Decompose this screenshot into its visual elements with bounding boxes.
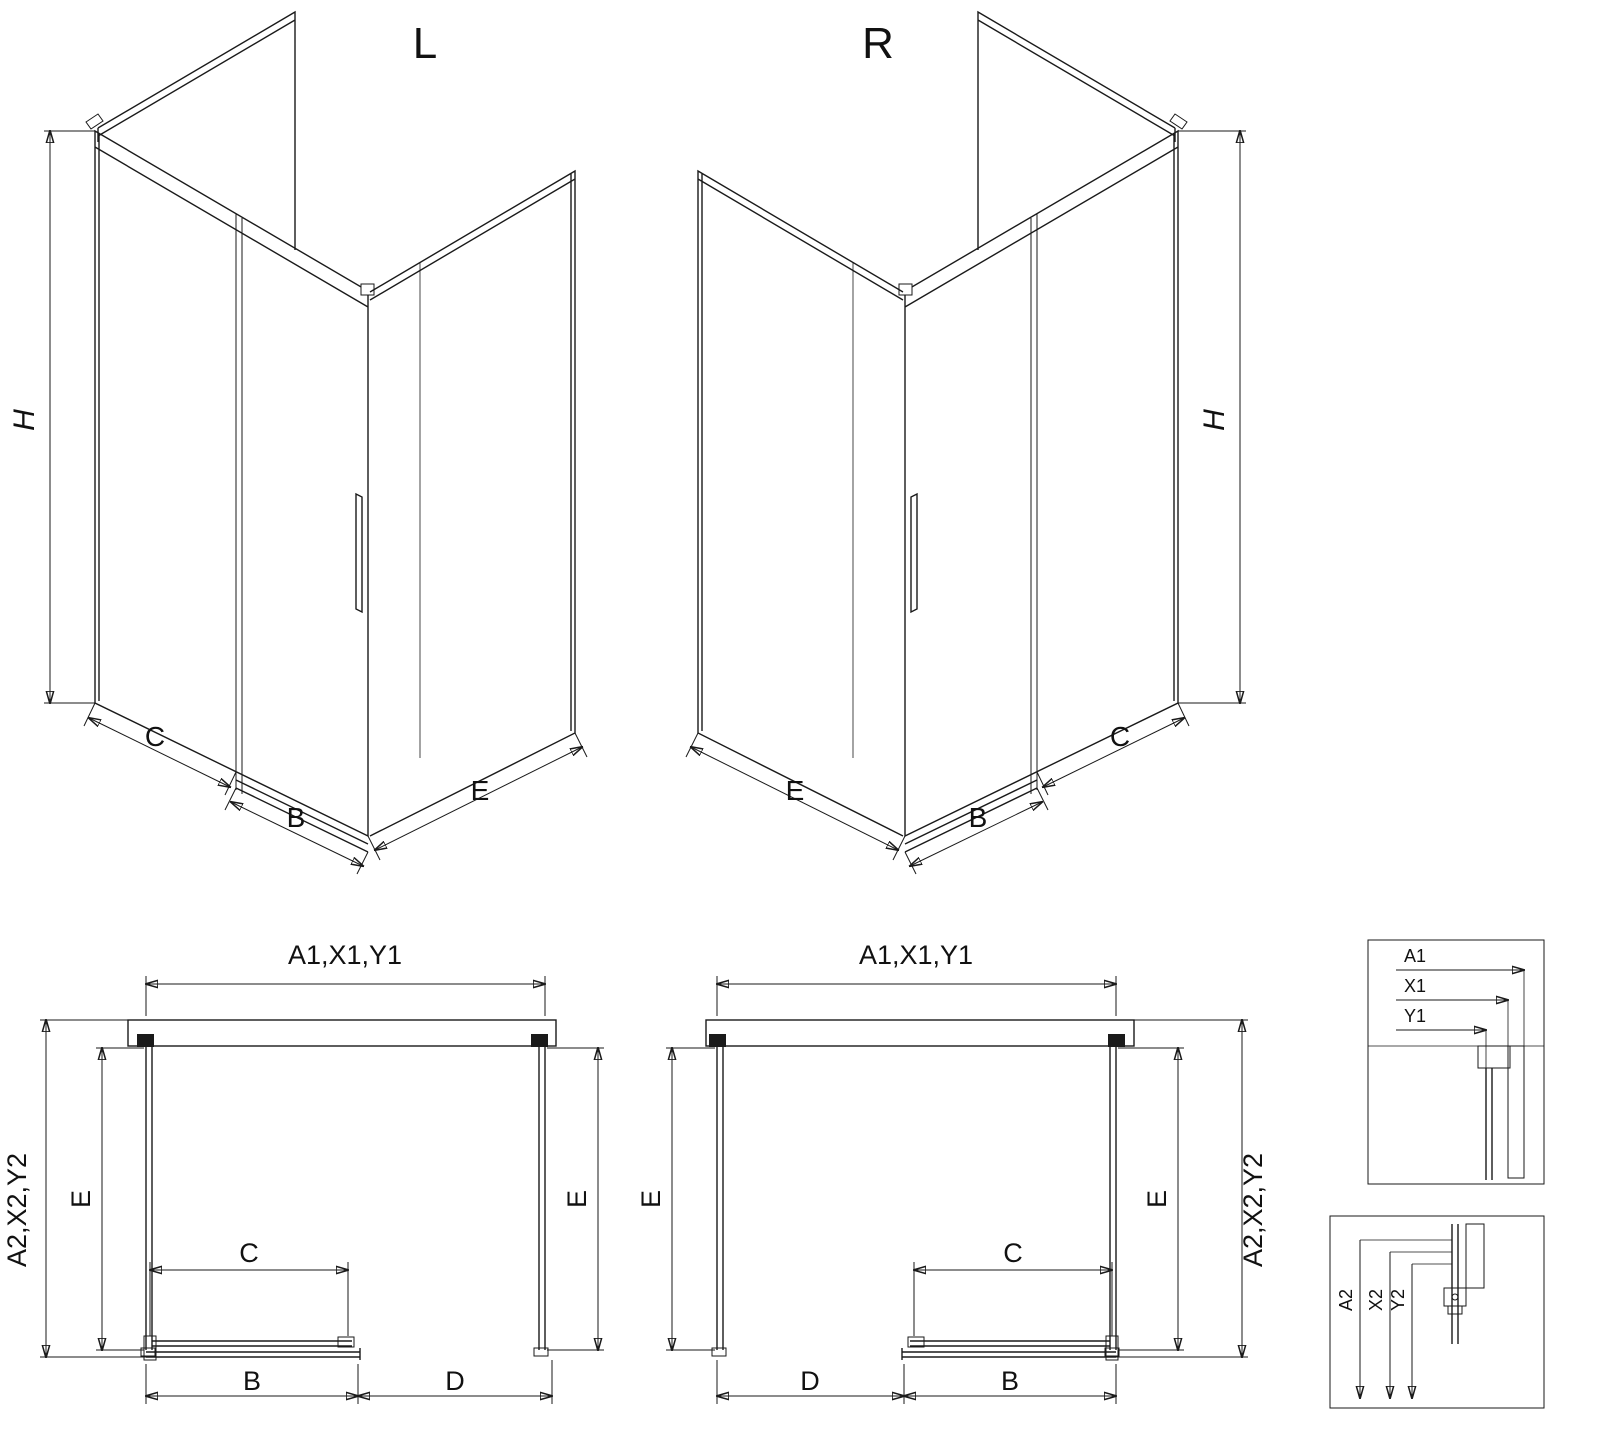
dim-label-depth-outer: A2,X2,Y2 <box>2 1153 32 1267</box>
detail-label-a1: A1 <box>1404 946 1426 966</box>
dim-label-depth-outer: A2,X2,Y2 <box>1238 1153 1268 1267</box>
front-wall-panel <box>904 129 1179 838</box>
back-side-panel <box>977 10 1176 250</box>
dim-width-extensions <box>716 976 1117 1016</box>
dim-b-line <box>910 802 1042 866</box>
dim-label-d: D <box>445 1366 465 1396</box>
dim-depth-extensions <box>1116 1019 1248 1358</box>
detail-label-x1: X1 <box>1404 976 1426 996</box>
door-roller <box>337 1336 355 1348</box>
view-title-right: R <box>862 19 894 68</box>
dim-label-d: D <box>800 1366 820 1396</box>
wall-profile-block <box>137 1034 154 1047</box>
mounting-profile <box>1477 1045 1511 1069</box>
wall-profile-block <box>531 1034 548 1047</box>
dim-b-line <box>231 802 363 866</box>
dim-label-e-left: E <box>66 1190 96 1208</box>
wall-profile-block <box>709 1034 726 1047</box>
corner-connector <box>360 283 375 296</box>
side-panel-e <box>697 169 904 837</box>
dim-label-width: A1,X1,Y1 <box>859 940 973 970</box>
wall-plan-hatched <box>1465 1223 1485 1289</box>
panel-end-cap <box>711 1347 727 1357</box>
dim-label-width: A1,X1,Y1 <box>288 940 402 970</box>
dim-width-extensions <box>145 976 546 1016</box>
dim-e-line <box>691 747 898 850</box>
iso-view-right: R H C B E <box>685 10 1246 875</box>
detail-frame <box>1329 1215 1545 1409</box>
glass-section <box>1485 1068 1493 1180</box>
dim-label-c: C <box>1003 1238 1023 1268</box>
dim-label-b: B <box>1001 1366 1019 1396</box>
detail-floor-section: A2 X2 Y2 <box>1329 1215 1545 1409</box>
detail-label-y2: Y2 <box>1388 1289 1408 1311</box>
dim-label-e-left: E <box>636 1190 666 1208</box>
glass-panel-right <box>1109 1046 1117 1350</box>
glass-panel-left <box>145 1046 153 1350</box>
corner-connector <box>898 283 913 296</box>
detail-reference-lines <box>1360 1239 1452 1265</box>
dim-label-e-right: E <box>1142 1190 1172 1208</box>
dim-h-extensions <box>44 130 95 704</box>
dim-c-line <box>89 718 230 787</box>
dim-c-extensions <box>913 1262 1113 1336</box>
dim-e-right-extensions <box>1118 1047 1184 1351</box>
wall-hatched <box>705 1019 1135 1047</box>
profile-bracket <box>1443 1287 1467 1307</box>
dim-c-extensions <box>149 1262 349 1336</box>
dim-label-b: B <box>969 802 988 833</box>
detail-label-a2: A2 <box>1336 1289 1356 1311</box>
plan-view-left: A1,X1,Y1 C B D E A2,X2,Y2 E <box>2 940 604 1404</box>
view-title-left: L <box>413 19 437 68</box>
wall-clamp-top-left <box>85 113 104 130</box>
panel-end-cap <box>533 1347 549 1357</box>
door-handle <box>910 492 918 614</box>
door-handle <box>355 492 363 614</box>
detail-label-x2: X2 <box>1366 1289 1386 1311</box>
dim-label-b: B <box>287 802 306 833</box>
glass-plan-section <box>1451 1224 1459 1344</box>
sliding-door-edges <box>1030 214 1038 794</box>
dim-label-h: H <box>8 409 41 431</box>
detail-frame <box>1367 939 1545 1185</box>
front-wall-panel <box>94 129 369 838</box>
iso-view-left: L H C B E <box>8 10 588 875</box>
dim-bd-extensions <box>716 1360 1117 1404</box>
dim-e-line <box>375 747 582 850</box>
sliding-door-edges <box>235 214 243 794</box>
dim-bd-extensions <box>145 1360 553 1404</box>
detail-reference-lines <box>1368 970 1544 1072</box>
dim-depth-extensions <box>40 1019 146 1358</box>
sliding-door-unit <box>901 1340 1116 1360</box>
glass-panel-right <box>538 1046 546 1350</box>
dim-label-e: E <box>471 775 490 806</box>
detail-label-y1: Y1 <box>1404 1006 1426 1026</box>
dim-c-line <box>1043 718 1184 787</box>
detail-wall-section: A1 X1 Y1 <box>1367 939 1545 1185</box>
back-side-panel <box>97 10 296 250</box>
wall-clamp-top-right <box>1169 113 1188 130</box>
door-roller <box>907 1336 925 1348</box>
plan-view-right: A1,X1,Y1 C D B E E A2,X2,Y2 <box>636 940 1268 1404</box>
fixing-screw <box>1451 1293 1459 1301</box>
profile-bracket-small <box>1447 1305 1463 1315</box>
dim-e-left-extensions <box>666 1047 715 1351</box>
dim-label-c: C <box>145 721 165 752</box>
dim-label-h: H <box>1198 409 1231 431</box>
dim-label-c: C <box>1110 721 1130 752</box>
glass-panel-left <box>716 1046 724 1350</box>
dim-label-b: B <box>243 1366 261 1396</box>
dim-label-e: E <box>786 775 805 806</box>
wall-hatched <box>127 1019 557 1047</box>
wall-profile-block <box>1108 1034 1125 1047</box>
sliding-door-unit <box>146 1340 361 1360</box>
side-panel-e <box>369 169 576 837</box>
dim-label-c: C <box>239 1238 259 1268</box>
dim-e-left-extensions <box>96 1047 144 1351</box>
dim-label-e-right: E <box>562 1190 592 1208</box>
dim-h-extensions <box>1178 130 1246 704</box>
wall-section-hatched <box>1507 1045 1525 1179</box>
